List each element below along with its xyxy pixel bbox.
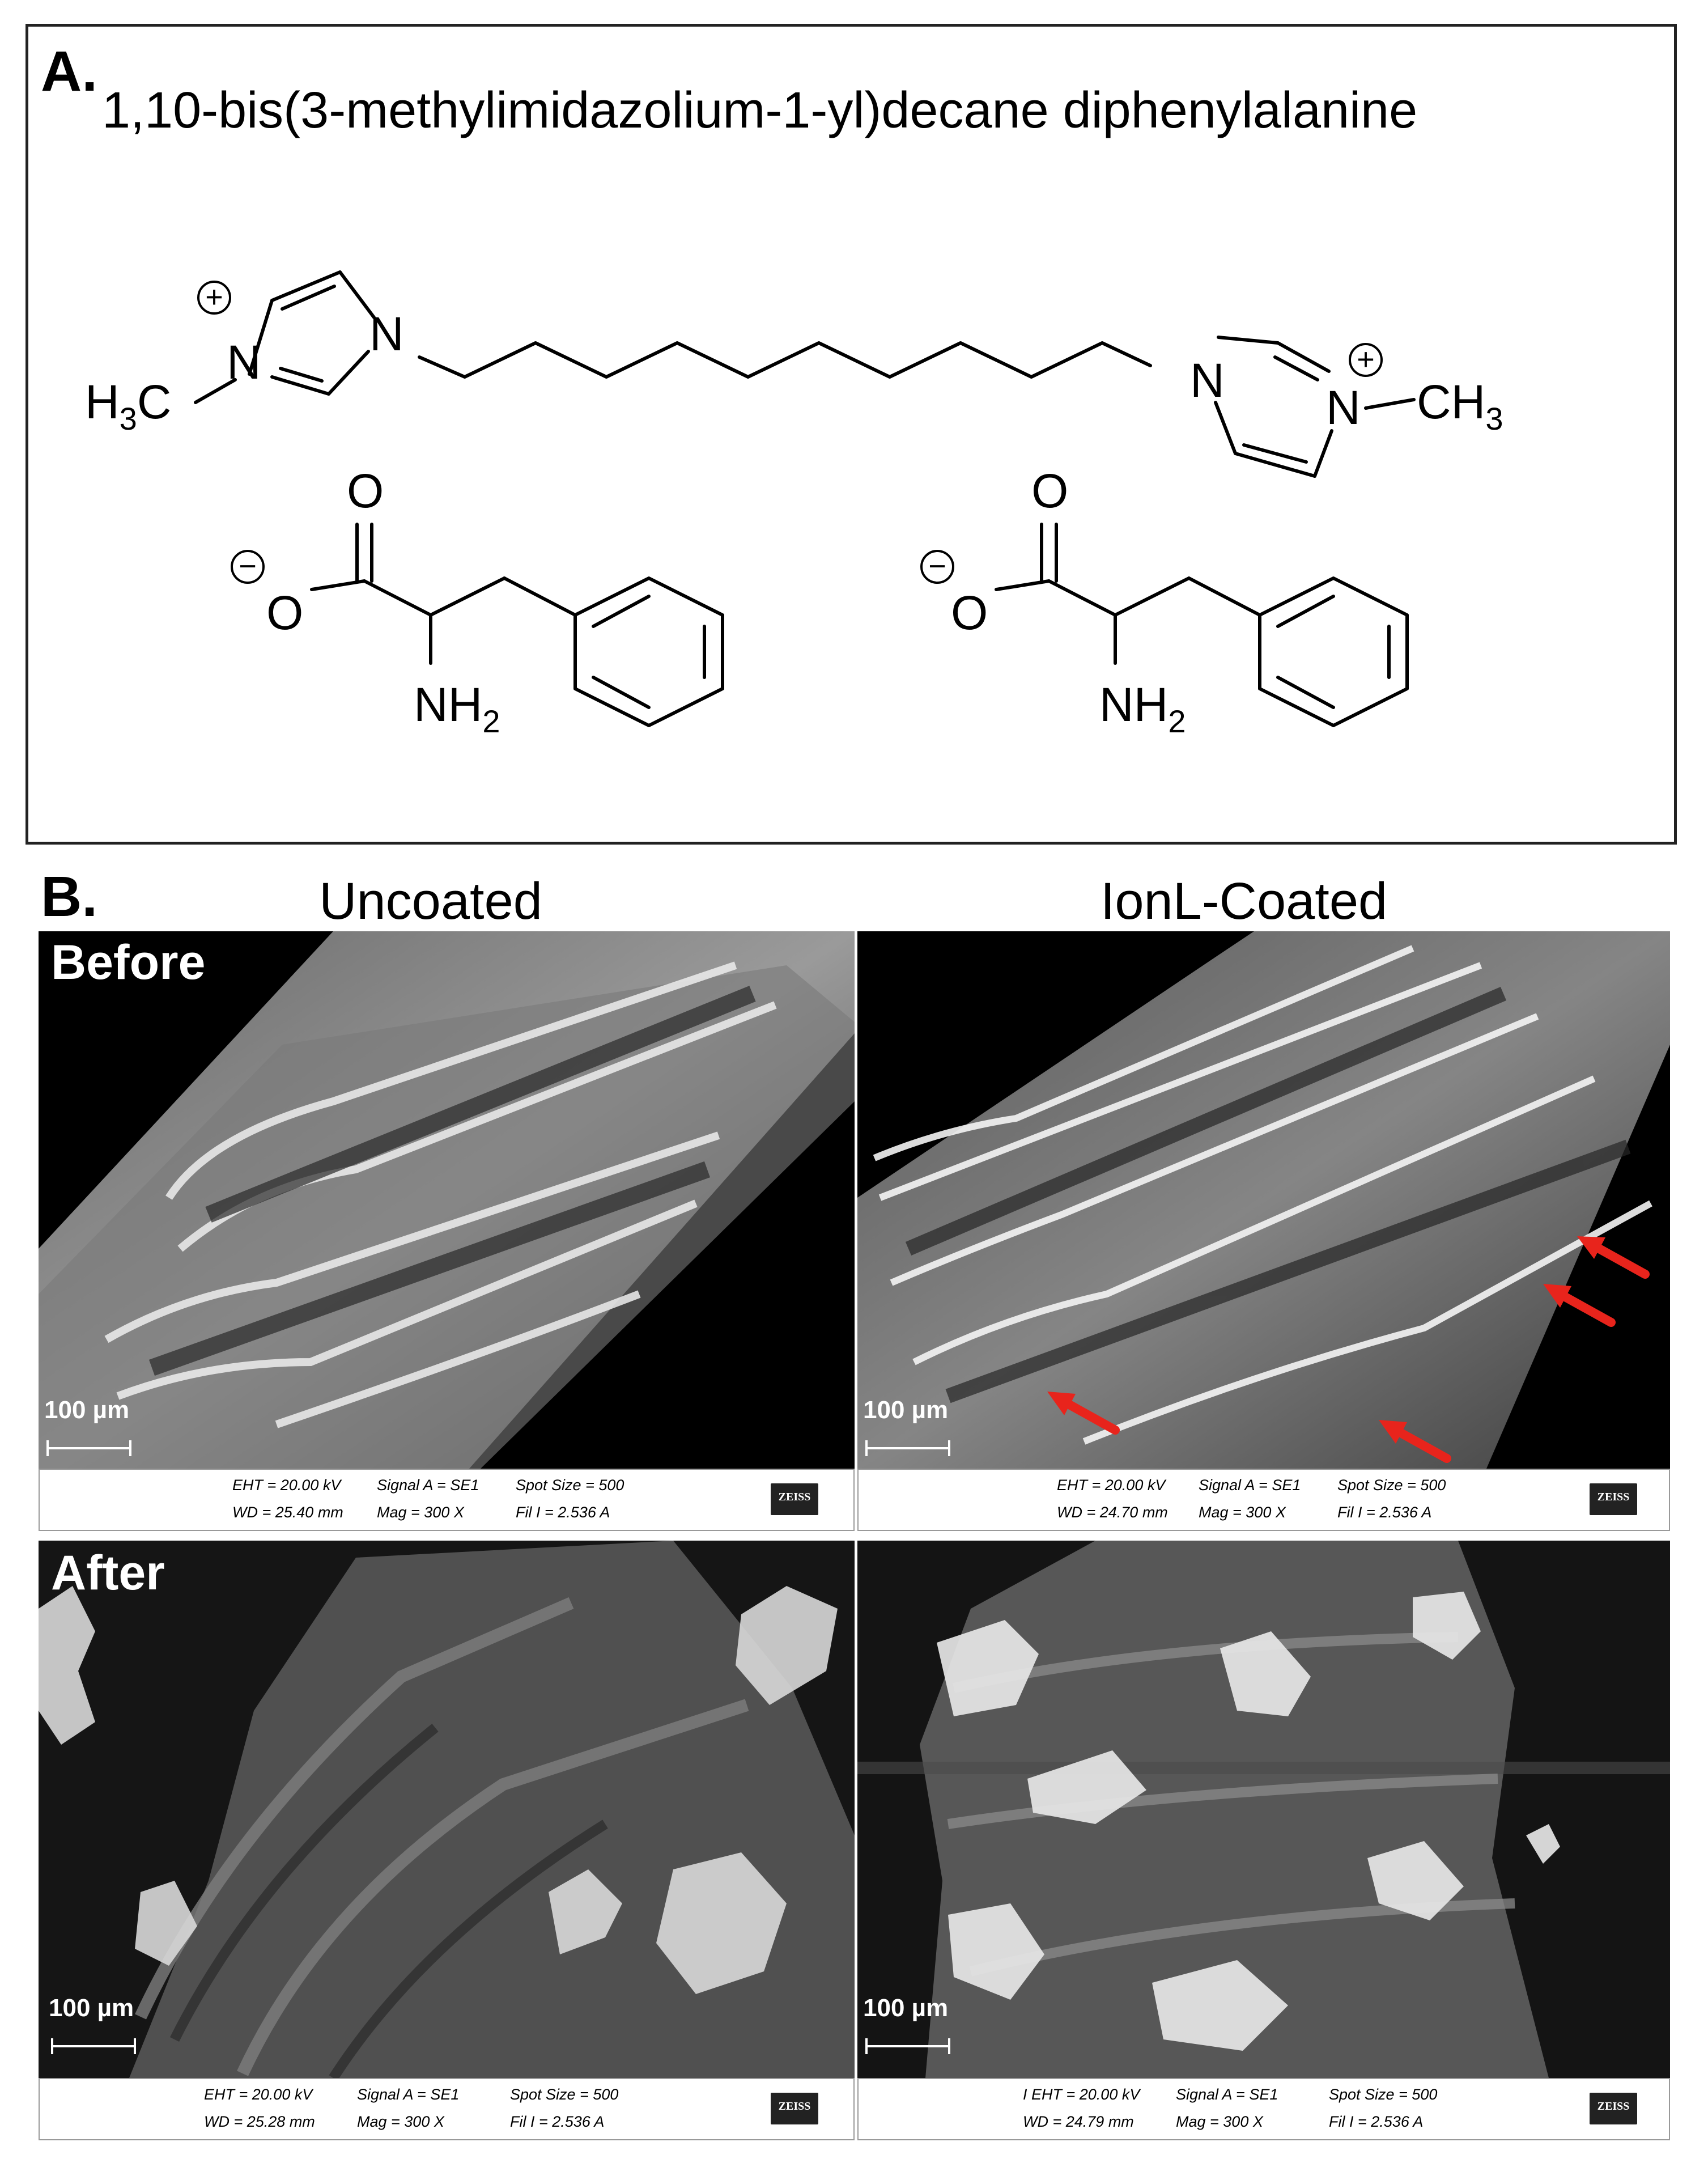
signal-value: Signal A = SE1 xyxy=(1176,2086,1278,2103)
atom-o-carboxylate-left: O xyxy=(266,586,303,639)
fil-value: Fil I = 2.536 A xyxy=(1329,2113,1424,2130)
atom-o-carbonyl-left: O xyxy=(347,464,384,518)
spot-size-value: Spot Size = 500 xyxy=(1337,1477,1446,1494)
zeiss-logo: ZEISS xyxy=(771,1483,818,1515)
mag-value: Mag = 300 X xyxy=(357,2113,444,2130)
mag-value: Mag = 300 X xyxy=(1176,2113,1263,2130)
eht-value: EHT = 20.00 kV xyxy=(232,1477,341,1494)
methyl-left: H3C xyxy=(85,375,172,436)
scale-bar-tick xyxy=(129,1440,131,1456)
panel-b-letter: B. xyxy=(41,865,97,928)
debris xyxy=(937,1592,1560,2051)
scale-bar xyxy=(865,2045,950,2047)
atom-n-right-charged: N xyxy=(1326,381,1361,434)
methyl-right: CH3 xyxy=(1417,375,1503,436)
spot-size-value: Spot Size = 500 xyxy=(516,1477,624,1494)
eht-value: EHT = 20.00 kV xyxy=(204,2086,313,2103)
mag-value: Mag = 300 X xyxy=(1199,1504,1286,1521)
signal-value: Signal A = SE1 xyxy=(1199,1477,1301,1494)
scale-bar-label: 100 µm xyxy=(863,1994,949,2022)
panel-a-title: 1,10-bis(3-methylimidazolium-1-yl)decane… xyxy=(102,82,1417,139)
wd-value: WD = 25.28 mm xyxy=(204,2113,315,2130)
scale-bar xyxy=(46,1447,131,1449)
spot-size-value: Spot Size = 500 xyxy=(510,2086,619,2103)
amine-right: NH2 xyxy=(1099,678,1186,739)
scale-bar-tick xyxy=(865,1440,868,1456)
scale-bar-label: 100 µm xyxy=(44,1396,130,1424)
scale-bar xyxy=(865,1447,950,1449)
plus-sign: + xyxy=(205,280,223,314)
signal-value: Signal A = SE1 xyxy=(377,1477,479,1494)
sem-image-uncoated-before: Before 100 µm xyxy=(39,931,855,1469)
atom-n-left-charged: N xyxy=(227,336,261,389)
bond-lines xyxy=(194,270,1416,727)
zeiss-logo: ZEISS xyxy=(1590,1483,1637,1515)
amine-left: NH2 xyxy=(414,678,500,739)
wd-value: WD = 24.70 mm xyxy=(1057,1504,1168,1521)
spot-size-value: Spot Size = 500 xyxy=(1329,2086,1438,2103)
scale-bar-label: 100 µm xyxy=(863,1396,949,1424)
charge-circles xyxy=(197,281,1383,584)
zeiss-logo: ZEISS xyxy=(771,2093,818,2124)
row-label-before: Before xyxy=(51,935,206,990)
wd-value: WD = 25.40 mm xyxy=(232,1504,343,1521)
panel-a-letter: A. xyxy=(41,40,97,103)
signal-value: Signal A = SE1 xyxy=(357,2086,460,2103)
red-arrows xyxy=(1047,1236,1650,1463)
scale-bar-tick xyxy=(46,1440,49,1456)
sem-info-bar: EHT = 20.00 kV Signal A = SE1 Spot Size … xyxy=(39,1469,855,1531)
scale-bar xyxy=(51,2045,136,2047)
minus-sign: − xyxy=(239,549,257,583)
row-label-after: After xyxy=(51,1546,165,1600)
chemical-structure: A. 1,10-bis(3-methylimidazolium-1-yl)dec… xyxy=(41,40,1503,739)
panel-a-frame xyxy=(26,24,1677,845)
sem-info-bar: I EHT = 20.00 kV Signal A = SE1 Spot Siz… xyxy=(857,2078,1670,2140)
column-title-uncoated: Uncoated xyxy=(319,872,542,930)
debris xyxy=(39,1586,838,1994)
sem-image-uncoated-after: After 100 µm xyxy=(39,1541,855,2078)
sem-image-coated-before: 100 µm xyxy=(857,931,1670,1469)
scale-bar-tick xyxy=(948,1440,950,1456)
zeiss-logo: ZEISS xyxy=(1590,2093,1637,2124)
scale-bar-tick xyxy=(948,2038,950,2054)
fil-value: Fil I = 2.536 A xyxy=(1337,1504,1432,1521)
atom-o-carboxylate-right: O xyxy=(951,586,988,639)
scale-bar-tick xyxy=(51,2038,53,2054)
column-title-ionl-coated: IonL-Coated xyxy=(1100,872,1388,930)
eht-value: I EHT = 20.00 kV xyxy=(1023,2086,1140,2103)
sem-image-coated-after: 100 µm xyxy=(857,1541,1670,2078)
fil-value: Fil I = 2.536 A xyxy=(510,2113,605,2130)
atom-o-carbonyl-right: O xyxy=(1031,464,1068,518)
fil-value: Fil I = 2.536 A xyxy=(516,1504,610,1521)
atom-n-left: N xyxy=(369,307,404,360)
scale-bar-label: 100 µm xyxy=(49,1994,134,2022)
plus-sign: + xyxy=(1357,342,1375,376)
minus-sign: − xyxy=(928,549,946,583)
wd-value: WD = 24.79 mm xyxy=(1023,2113,1134,2130)
scale-bar-tick xyxy=(865,2038,868,2054)
atom-n-right: N xyxy=(1190,354,1225,407)
sem-info-bar: EHT = 20.00 kV Signal A = SE1 Spot Size … xyxy=(857,1469,1670,1531)
scale-bar-tick xyxy=(134,2038,136,2054)
eht-value: EHT = 20.00 kV xyxy=(1057,1477,1166,1494)
mag-value: Mag = 300 X xyxy=(377,1504,464,1521)
sem-info-bar: EHT = 20.00 kV Signal A = SE1 Spot Size … xyxy=(39,2078,855,2140)
